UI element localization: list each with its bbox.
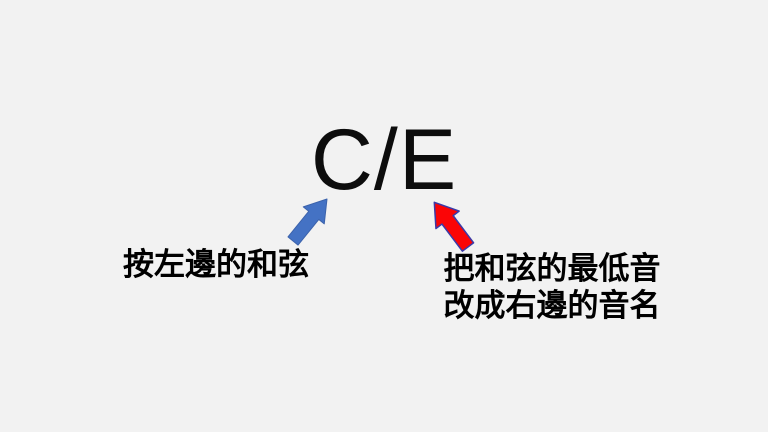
chord-title: C/E: [310, 112, 458, 208]
right-annotation-line1: 把和弦的最低音: [443, 251, 661, 286]
red-up-left-arrow-icon: [433, 201, 475, 252]
right-annotation-line2: 改成右邊的音名: [443, 288, 661, 323]
right-annotation-label: 把和弦的最低音 改成右邊的音名: [438, 250, 666, 324]
blue-up-right-arrow-icon: [287, 198, 328, 246]
left-annotation-label: 按左邊的和弦: [123, 247, 309, 282]
